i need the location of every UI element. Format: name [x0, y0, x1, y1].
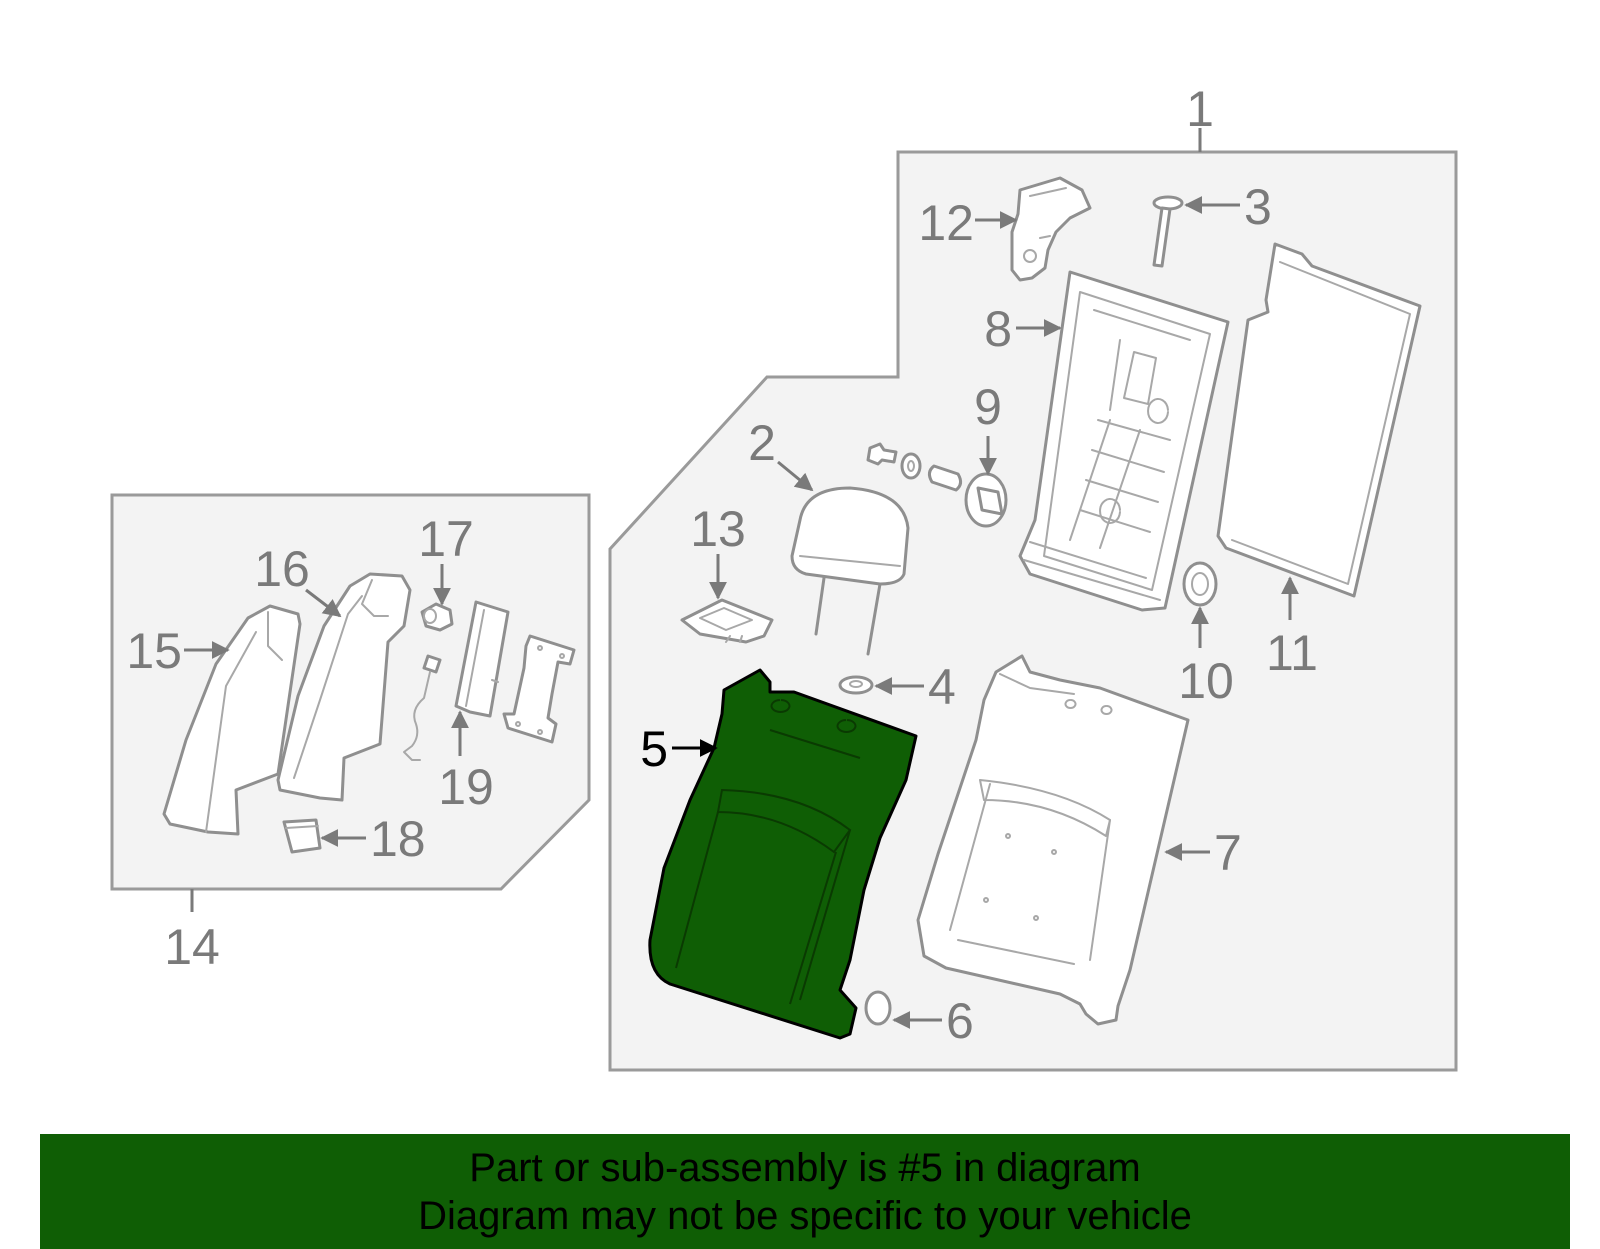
part-18-clip[interactable]	[282, 818, 322, 854]
callout-1: 1	[1186, 81, 1214, 137]
callout-4: 4	[928, 659, 956, 715]
part-12-bracket[interactable]	[1010, 176, 1092, 282]
part-19-airbag-module[interactable]	[454, 600, 510, 718]
wiring-harness[interactable]	[403, 654, 442, 761]
part-3-pin[interactable]	[1152, 195, 1184, 268]
part-13-bezel[interactable]	[680, 598, 774, 644]
callout-2-leader	[777, 460, 814, 492]
callout-19: 19	[438, 759, 494, 815]
part-5-seat-back-cover[interactable]	[648, 668, 918, 1040]
callout-7: 7	[1214, 825, 1242, 881]
part-6-clip[interactable]	[864, 990, 892, 1026]
info-banner: Part or sub-assembly is #5 in diagram Di…	[40, 1134, 1570, 1249]
callout-13: 13	[690, 501, 746, 557]
part-11-panel[interactable]	[1216, 242, 1422, 598]
callout-16: 16	[254, 541, 310, 597]
callout-8: 8	[984, 301, 1012, 357]
callout-17: 17	[418, 511, 474, 567]
callout-15: 15	[126, 623, 182, 679]
mounting-bracket[interactable]	[502, 634, 576, 744]
callout-3: 3	[1244, 179, 1272, 235]
callout-14: 14	[164, 919, 220, 975]
part-8-frame[interactable]	[1018, 270, 1230, 612]
callout-18: 18	[370, 811, 426, 867]
part-2-headrest[interactable]	[790, 486, 910, 656]
callout-6: 6	[946, 993, 974, 1049]
callout-10: 10	[1178, 653, 1234, 709]
part-4-escutcheon[interactable]	[838, 675, 874, 695]
callout-2: 2	[748, 415, 776, 471]
part-9-latch[interactable]	[964, 472, 1008, 528]
callout-5: 5	[640, 721, 668, 777]
part-16-trim-panel[interactable]	[276, 572, 412, 802]
callout-16-leader	[305, 588, 342, 618]
part-10-grommet[interactable]	[1182, 561, 1218, 607]
part-7-pad[interactable]	[916, 654, 1190, 1026]
banner-line-1: Part or sub-assembly is #5 in diagram	[469, 1145, 1141, 1190]
part-17-connector[interactable]	[420, 602, 454, 632]
hardware-bolt-washer-bushing[interactable]	[866, 442, 963, 492]
callout-11: 11	[1266, 625, 1318, 681]
banner-line-2: Diagram may not be specific to your vehi…	[418, 1193, 1192, 1238]
part-15-trim-panel[interactable]	[162, 604, 302, 836]
callout-9: 9	[974, 379, 1002, 435]
callout-12: 12	[918, 195, 974, 251]
